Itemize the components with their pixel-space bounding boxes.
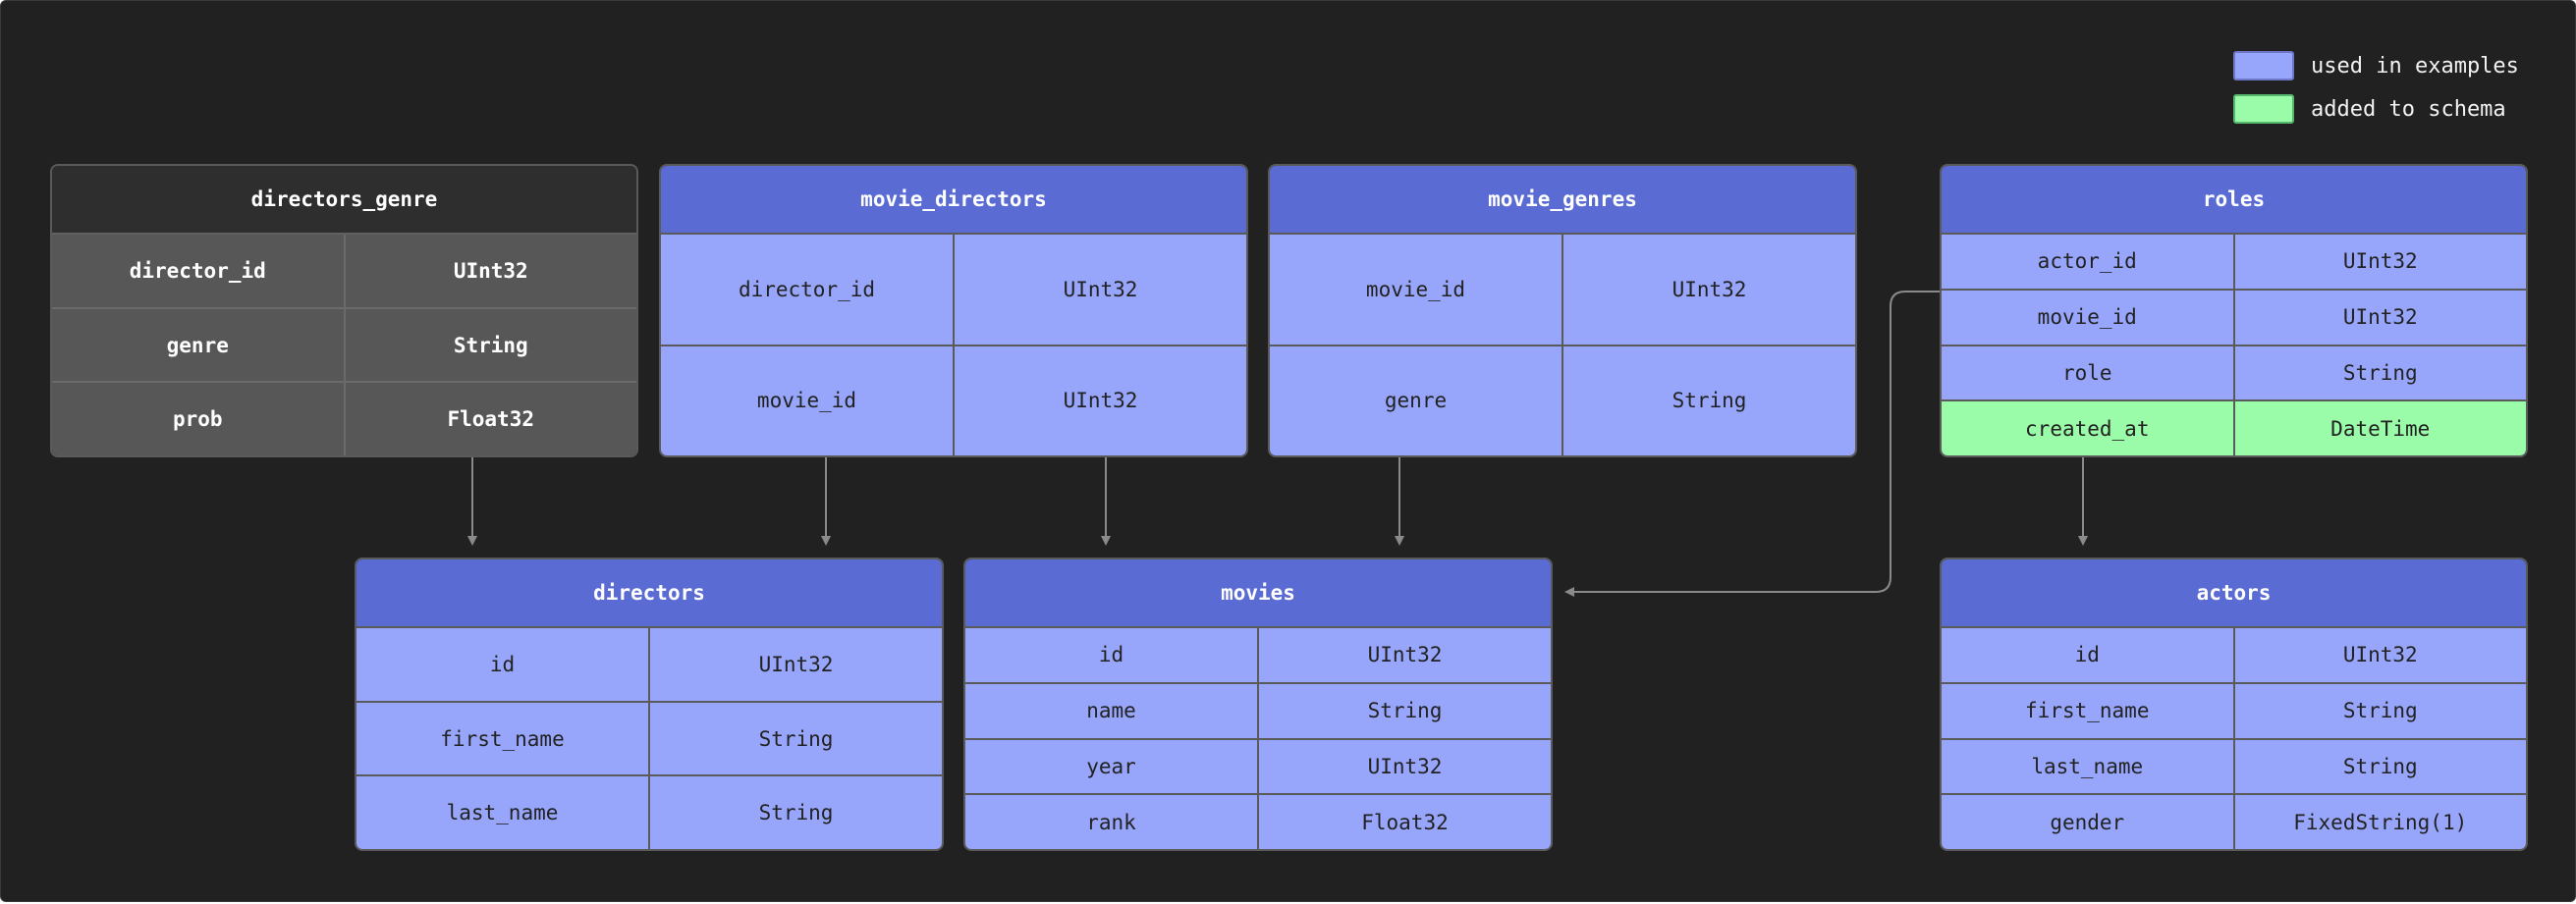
legend-item-added-to-schema: added to schema bbox=[2233, 93, 2506, 125]
column-type: UInt32 bbox=[2234, 235, 2526, 289]
table-row: movie_id UInt32 bbox=[1942, 290, 2526, 346]
column-type: Float32 bbox=[1259, 795, 1551, 849]
column-type: UInt32 bbox=[1259, 739, 1551, 794]
legend-item-used-in-examples: used in examples bbox=[2233, 50, 2519, 81]
column-type: String bbox=[2234, 346, 2526, 400]
table-row: prob Float32 bbox=[52, 383, 636, 455]
column-name: year bbox=[965, 739, 1259, 794]
table-actors: actors id UInt32 first_name String last_… bbox=[1940, 558, 2528, 851]
column-name: name bbox=[965, 683, 1259, 738]
column-type: UInt32 bbox=[955, 346, 1246, 455]
table-row: first_name String bbox=[356, 702, 942, 777]
table-roles: roles actor_id UInt32 movie_id UInt32 ro… bbox=[1940, 164, 2528, 457]
column-name: director_id bbox=[661, 235, 955, 345]
column-name: genre bbox=[52, 308, 346, 382]
column-name: role bbox=[1942, 346, 2235, 400]
column-type: Float32 bbox=[345, 383, 636, 455]
table-movies: movies id UInt32 name String year UInt32… bbox=[963, 558, 1553, 851]
table-movie-directors: movie_directors director_id UInt32 movie… bbox=[659, 164, 1248, 457]
column-name: movie_id bbox=[661, 346, 955, 455]
column-type: DateTime bbox=[2234, 401, 2526, 455]
column-name: first_name bbox=[356, 702, 650, 775]
column-name: director_id bbox=[52, 235, 346, 307]
table-title: roles bbox=[1942, 166, 2526, 235]
column-type: String bbox=[345, 308, 636, 382]
legend-label: added to schema bbox=[2311, 96, 2506, 122]
table-row: genre String bbox=[1270, 346, 1855, 455]
table-row: genre String bbox=[52, 308, 636, 384]
column-type: UInt32 bbox=[1259, 628, 1551, 682]
table-row: actor_id UInt32 bbox=[1942, 235, 2526, 291]
column-name: movie_id bbox=[1270, 235, 1563, 345]
column-name: rank bbox=[965, 795, 1259, 849]
column-type: UInt32 bbox=[2234, 290, 2526, 345]
table-title: directors_genre bbox=[52, 166, 636, 235]
column-name: genre bbox=[1270, 346, 1563, 455]
column-type: UInt32 bbox=[955, 235, 1246, 345]
column-type: String bbox=[650, 702, 942, 775]
table-row: rank Float32 bbox=[965, 795, 1551, 849]
column-type: UInt32 bbox=[650, 628, 942, 701]
table-row: director_id UInt32 bbox=[661, 235, 1246, 346]
table-title: actors bbox=[1942, 559, 2526, 628]
table-directors: directors id UInt32 first_name String la… bbox=[355, 558, 944, 851]
table-movie-genres: movie_genres movie_id UInt32 genre Strin… bbox=[1268, 164, 1857, 457]
column-type: String bbox=[650, 776, 942, 849]
column-name: first_name bbox=[1942, 683, 2235, 738]
table-row-added-to-schema: created_at DateTime bbox=[1942, 401, 2526, 455]
table-row: last_name String bbox=[1942, 739, 2526, 796]
column-type: String bbox=[2234, 683, 2526, 738]
column-type: FixedString(1) bbox=[2234, 795, 2526, 849]
column-name: gender bbox=[1942, 795, 2235, 849]
legend-swatch-used-in-examples bbox=[2233, 51, 2294, 80]
column-type: String bbox=[2234, 739, 2526, 794]
table-row: id UInt32 bbox=[356, 628, 942, 703]
table-row: name String bbox=[965, 683, 1551, 740]
table-row: id UInt32 bbox=[1942, 628, 2526, 684]
table-row: movie_id UInt32 bbox=[1270, 235, 1855, 346]
column-name: actor_id bbox=[1942, 235, 2235, 289]
table-directors-genre: directors_genre director_id UInt32 genre… bbox=[50, 164, 638, 457]
legend-label: used in examples bbox=[2311, 53, 2519, 79]
column-name: prob bbox=[52, 383, 346, 455]
column-name: last_name bbox=[1942, 739, 2235, 794]
column-type: UInt32 bbox=[345, 235, 636, 307]
table-row: id UInt32 bbox=[965, 628, 1551, 684]
column-name: id bbox=[965, 628, 1259, 682]
table-title: movies bbox=[965, 559, 1551, 628]
column-type: UInt32 bbox=[2234, 628, 2526, 682]
connector-roles-to-movies bbox=[1564, 291, 1940, 597]
column-name: movie_id bbox=[1942, 290, 2235, 345]
table-row: year UInt32 bbox=[965, 739, 1551, 796]
column-type: UInt32 bbox=[1563, 235, 1855, 345]
column-name: id bbox=[356, 628, 650, 701]
table-title: directors bbox=[356, 559, 942, 628]
table-row: movie_id UInt32 bbox=[661, 346, 1246, 455]
table-title: movie_directors bbox=[661, 166, 1246, 235]
table-row: gender FixedString(1) bbox=[1942, 795, 2526, 849]
table-title: movie_genres bbox=[1270, 166, 1855, 235]
column-name: id bbox=[1942, 628, 2235, 682]
table-row: role String bbox=[1942, 346, 2526, 402]
table-row: first_name String bbox=[1942, 683, 2526, 740]
table-row: director_id UInt32 bbox=[52, 235, 636, 309]
column-type: String bbox=[1563, 346, 1855, 455]
legend-swatch-added-to-schema bbox=[2233, 94, 2294, 124]
table-row: last_name String bbox=[356, 776, 942, 849]
column-type: String bbox=[1259, 683, 1551, 738]
column-name: last_name bbox=[356, 776, 650, 849]
column-name: created_at bbox=[1942, 401, 2235, 455]
